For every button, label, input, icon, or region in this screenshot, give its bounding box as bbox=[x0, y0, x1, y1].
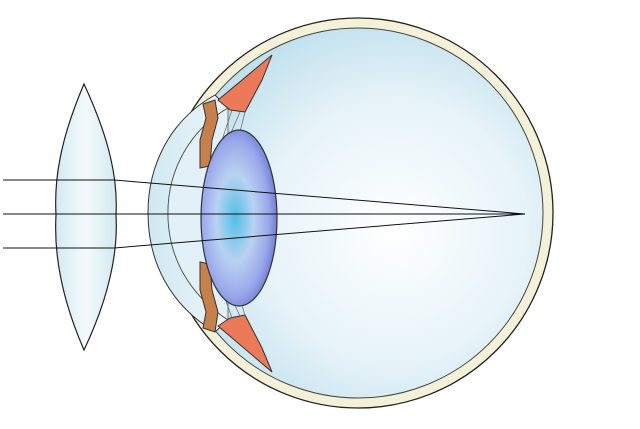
corrective-lens bbox=[55, 82, 117, 352]
ciliary-body-top bbox=[217, 54, 273, 113]
eyeball bbox=[147, 17, 554, 409]
crystalline-lens bbox=[200, 129, 278, 307]
light-rays bbox=[3, 179, 526, 249]
ray-bottom bbox=[3, 213, 526, 249]
ray-top bbox=[3, 179, 526, 215]
ciliary-body-bottom bbox=[217, 314, 273, 373]
